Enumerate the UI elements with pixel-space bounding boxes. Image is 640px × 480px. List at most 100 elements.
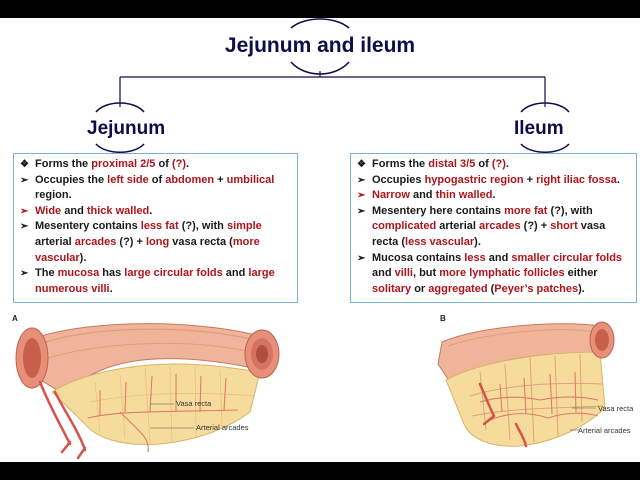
feature-bullet: ➢ Occupies hypogastric region + right ili… bbox=[357, 173, 632, 189]
figure-a-label: A bbox=[12, 314, 18, 323]
bullet-text: , but bbox=[412, 267, 440, 280]
bullet-text: and bbox=[222, 267, 249, 280]
highlighted-term: simple bbox=[226, 220, 262, 233]
hierarchy-connector bbox=[95, 18, 570, 153]
figure-a-arcades-label: Arterial arcades bbox=[196, 423, 249, 432]
bullet-text: region. bbox=[35, 189, 72, 202]
figure-a-vasa-recta-label: Vasa recta bbox=[176, 399, 212, 408]
highlighted-term: more fat bbox=[504, 204, 548, 217]
ileum-illustration bbox=[437, 321, 615, 448]
jejunum-illustration bbox=[15, 323, 280, 460]
highlighted-term: arcades bbox=[74, 235, 117, 248]
bullet-text: of bbox=[475, 158, 492, 170]
highlighted-term: arcades bbox=[479, 220, 521, 233]
ileum-feature-list: ❖Forms the distal 3/5 of (?).➢Occupies h… bbox=[357, 157, 632, 297]
figure-b-label: B bbox=[440, 314, 446, 323]
highlighted-term: umbilical bbox=[226, 173, 275, 186]
highlighted-term: less bbox=[464, 251, 486, 264]
bullet-text: of bbox=[148, 173, 166, 186]
letterbox-top bbox=[0, 0, 640, 18]
bullet-text: The bbox=[35, 267, 58, 280]
highlighted-term: Wide bbox=[35, 204, 62, 217]
highlighted-term: more vascular bbox=[35, 235, 260, 264]
bullet-marker-icon: ➢ bbox=[20, 174, 29, 186]
feature-bullet: ➢ Mesentery contains less fat (?), with s… bbox=[20, 219, 293, 266]
highlighted-term: Narrow bbox=[372, 189, 410, 202]
highlighted-term: more lymphatic follicles bbox=[439, 267, 565, 280]
feature-bullet: ➢Wide and thick walled. bbox=[20, 204, 293, 220]
bullet-text: arterial bbox=[436, 220, 479, 233]
feature-bullet: ➢ Mucosa contains less and smaller circul… bbox=[357, 251, 632, 298]
highlighted-term: smaller circular folds bbox=[511, 251, 623, 264]
jejunum-features-box: ❖Forms the proximal 2/5 of (?).➢Occupies… bbox=[13, 153, 298, 303]
highlighted-term: less vascular bbox=[405, 235, 475, 248]
bullet-text: and bbox=[372, 267, 395, 280]
bullet-text: . bbox=[505, 158, 509, 170]
feature-bullet: ❖Forms the proximal 2/5 of (?). bbox=[20, 157, 293, 173]
feature-bullet: ➢Mesentery here contains more fat (?), w… bbox=[357, 204, 632, 251]
bullet-text: (?) + bbox=[116, 235, 146, 248]
letterbox-bottom bbox=[0, 462, 640, 480]
bullet-text: Occupies the bbox=[35, 173, 108, 186]
highlighted-term: Peyer’s patches bbox=[494, 282, 579, 295]
bullet-text: or bbox=[411, 282, 429, 295]
highlighted-term: aggregated bbox=[428, 282, 488, 295]
bullet-marker-icon: ❖ bbox=[20, 159, 29, 170]
highlighted-term: left side bbox=[107, 173, 149, 186]
bullet-text: ). bbox=[79, 251, 87, 264]
highlighted-term: thin walled bbox=[435, 189, 493, 202]
bullet-text: Forms the bbox=[372, 158, 429, 170]
bullet-text: (?) + bbox=[520, 220, 551, 233]
page-title: Jejunum and ileum bbox=[224, 34, 416, 57]
highlighted-term: large numerous villi bbox=[35, 267, 275, 295]
bullet-text: vasa recta ( bbox=[372, 220, 606, 248]
bullet-marker-icon: ➢ bbox=[20, 268, 29, 280]
highlighted-term: mucosa bbox=[57, 267, 100, 280]
ileum-heading: Ileum bbox=[514, 118, 564, 139]
feature-bullet: ❖Forms the distal 3/5 of (?). bbox=[357, 157, 632, 173]
bullet-text: and bbox=[61, 204, 87, 217]
bullet-text: + bbox=[523, 173, 537, 186]
bullet-text: ). bbox=[578, 282, 585, 295]
highlighted-term: right iliac fossa bbox=[536, 173, 617, 186]
feature-bullet: ➢ The mucosa has large circular folds and… bbox=[20, 266, 293, 297]
bullet-marker-icon: ➢ bbox=[20, 221, 29, 233]
highlighted-term: complicated bbox=[372, 220, 437, 233]
highlighted-term: less fat bbox=[140, 220, 179, 233]
highlighted-term: abdomen bbox=[165, 173, 215, 186]
bullet-marker-icon: ❖ bbox=[357, 159, 366, 170]
bullet-text: vasa recta ( bbox=[169, 235, 233, 248]
highlighted-term: hypogastric region bbox=[424, 173, 524, 186]
bullet-marker-icon: ➢ bbox=[357, 190, 366, 202]
bullet-text: has bbox=[99, 267, 125, 280]
bullet-marker-icon: ➢ bbox=[357, 252, 366, 264]
bullet-marker-icon: ➢ bbox=[357, 174, 366, 186]
bullet-text: arterial bbox=[35, 235, 75, 248]
highlighted-term: short bbox=[550, 220, 578, 233]
bullet-text: (?), with bbox=[178, 220, 227, 233]
jejunum-feature-list: ❖Forms the proximal 2/5 of (?).➢Occupies… bbox=[20, 157, 293, 297]
bullet-text: Occupies bbox=[372, 173, 425, 186]
bullet-text: of bbox=[155, 158, 172, 170]
bullet-text: Mucosa contains bbox=[372, 251, 465, 264]
bullet-text: . bbox=[492, 189, 496, 202]
bullet-text: . bbox=[149, 204, 153, 217]
bullet-text: + bbox=[214, 173, 227, 186]
bullet-text: and bbox=[485, 251, 512, 264]
feature-bullet: ➢ Occupies the left side of abdomen + umb… bbox=[20, 173, 293, 204]
bullet-text: Forms the bbox=[35, 158, 92, 170]
highlighted-term: villi bbox=[394, 267, 413, 280]
bullet-text: Mesentery contains bbox=[35, 220, 141, 233]
bullet-text: and bbox=[409, 189, 436, 202]
bullet-text: . bbox=[185, 158, 190, 170]
bullet-marker-icon: ➢ bbox=[20, 205, 29, 217]
bullet-text: ). bbox=[474, 235, 481, 248]
bullet-text: (?), with bbox=[547, 204, 593, 217]
bullet-text: ( bbox=[487, 282, 495, 295]
jejunum-heading: Jejunum bbox=[87, 118, 166, 139]
figure-b-vasa-recta-label: Vasa recta bbox=[598, 404, 634, 413]
ileum-features-box: ❖Forms the distal 3/5 of (?).➢Occupies h… bbox=[350, 153, 637, 303]
highlighted-term: large circular folds bbox=[124, 267, 223, 280]
figure-b-arcades-label: Arterial arcades bbox=[578, 426, 631, 435]
highlighted-term: long bbox=[145, 235, 170, 248]
